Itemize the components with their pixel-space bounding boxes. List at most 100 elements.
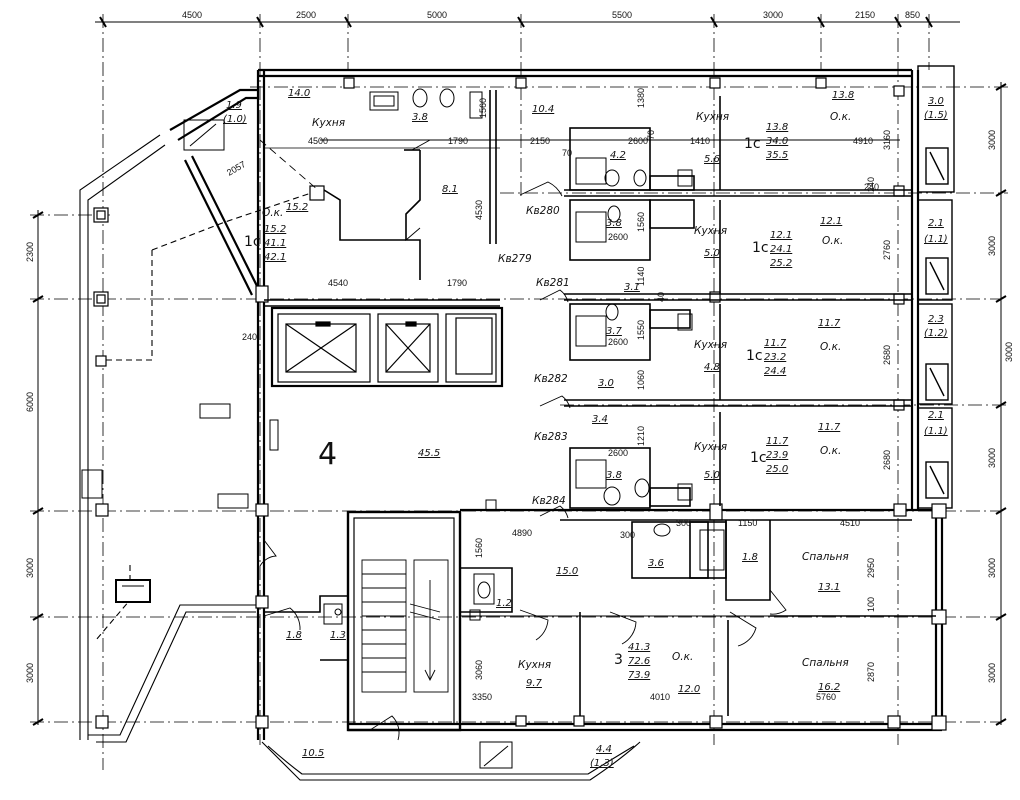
hall-area: 45.5 <box>418 448 440 459</box>
dim-label: 2057 <box>225 159 247 178</box>
dim-label: 40 <box>656 292 666 302</box>
dim-label: 2600 <box>608 448 628 458</box>
dim-label: 3000 <box>25 663 35 683</box>
dim-label: 4500 <box>182 10 202 20</box>
dim-label: 2150 <box>855 10 875 20</box>
door-swings <box>259 139 787 741</box>
room-area: 8.1 <box>442 184 458 195</box>
apartment-type: 3 <box>614 652 623 668</box>
dim-label: 2500 <box>296 10 316 20</box>
room-area: 10.4 <box>532 104 554 115</box>
apartment-type: 1с <box>750 450 767 466</box>
interior-walls <box>264 90 936 716</box>
dim-label: 4500 <box>308 136 328 146</box>
exterior-walls <box>169 68 944 740</box>
room-name: Спальня <box>802 657 849 669</box>
dim-label: 2680 <box>882 345 892 365</box>
room-area: 5.0 <box>704 248 720 259</box>
room-area: 3.1 <box>624 282 640 293</box>
apartment-type: 1с <box>746 348 763 364</box>
room-name: Кухня <box>696 111 729 123</box>
dim-label: 3000 <box>987 130 997 150</box>
apartment-area: 25.0 <box>766 464 788 475</box>
room-area: (1.3) <box>590 758 614 769</box>
dim-label: 70 <box>562 148 572 158</box>
room-area: 16.2 <box>818 682 840 693</box>
room-area: 13.8 <box>832 90 854 101</box>
room-area: 3.8 <box>606 470 622 481</box>
room-area: 3.4 <box>592 414 608 425</box>
dim-label: 3000 <box>1004 342 1014 362</box>
hall-number: 4 <box>318 437 337 472</box>
room-area: 15.0 <box>556 566 578 577</box>
room-area: 12.1 <box>820 216 842 227</box>
dim-label: 1150 <box>738 518 757 528</box>
dim-label: 1560 <box>474 538 484 558</box>
room-name: О.к. <box>820 445 841 457</box>
room-name: Кухня <box>694 441 727 453</box>
dim-label: 1210 <box>636 426 646 446</box>
dim-label: 3000 <box>25 558 35 578</box>
room-area: 3.0 <box>928 96 944 107</box>
dim-label: 300 <box>676 518 691 528</box>
apartment-type: 1с <box>752 240 769 256</box>
room-name: Кухня <box>694 225 727 237</box>
shaft-label: Кв284 <box>532 495 566 507</box>
dim-label: 2150 <box>530 136 550 146</box>
apartment-area: 13.8 <box>766 122 788 133</box>
apartment-area: 11.7 <box>764 338 787 349</box>
apartment-area: 15.2 <box>264 224 286 235</box>
room-name: О.к. <box>822 235 843 247</box>
apartment-area: 35.5 <box>766 150 788 161</box>
apartment-area: 72.6 <box>628 656 650 667</box>
dim-label: 6000 <box>25 392 35 412</box>
dim-label: 2950 <box>866 558 876 578</box>
shaft-label: Кв281 <box>536 277 570 289</box>
apartment-area: 23.9 <box>766 450 788 461</box>
room-area: 1.3 <box>330 630 346 641</box>
dim-label: 2870 <box>866 662 876 682</box>
dim-label: 1550 <box>636 320 646 340</box>
dim-label: 1380 <box>636 88 646 108</box>
dim-label: 1060 <box>636 370 646 390</box>
staircase <box>361 559 449 693</box>
apartment-area: 24.4 <box>764 366 786 377</box>
room-name: Кухня <box>312 117 345 129</box>
dim-label: 1560 <box>636 212 646 232</box>
dim-label: 5000 <box>427 10 447 20</box>
room-area: (1.1) <box>924 426 948 437</box>
room-area: 13.1 <box>818 582 840 593</box>
apartment-area: 42.1 <box>264 252 286 263</box>
dim-label: 3160 <box>882 130 892 150</box>
dashed-lines <box>259 139 900 191</box>
room-area: 4.8 <box>704 362 720 373</box>
room-area: 5.0 <box>704 470 720 481</box>
top-dimension-chain <box>95 14 960 770</box>
room-area: 9.7 <box>526 678 543 689</box>
apartment-area: 34.0 <box>766 136 788 147</box>
apartment-area: 25.2 <box>770 258 792 269</box>
apartment-type: 1с <box>244 234 261 250</box>
apartment-area: 41.1 <box>264 238 286 249</box>
room-area: 15.2 <box>286 202 308 213</box>
columns <box>93 77 947 731</box>
dim-label: 2760 <box>882 240 892 260</box>
room-area: 1.8 <box>742 552 758 563</box>
dim-label: 1140 <box>636 267 646 286</box>
dim-label: 4890 <box>512 528 532 538</box>
room-labels: 14.0 Кухня 3.8 10.4 1.9 (1.0) 15.2 8.1 О… <box>223 88 948 769</box>
inner-dimensions: 4500 1790 2150 1410 4910 4540 1790 2057 … <box>225 88 892 702</box>
dim-label: 1790 <box>448 136 468 146</box>
room-area: 3.8 <box>412 112 428 123</box>
room-area: 1.9 <box>226 100 242 111</box>
apartment-type: 1с <box>744 136 761 152</box>
dim-label: 2600 <box>608 232 628 242</box>
dim-label: 5500 <box>612 10 632 20</box>
room-area: 2.3 <box>928 314 944 325</box>
balcony-frames <box>917 65 955 509</box>
dim-label: 100 <box>866 597 876 612</box>
dim-label: 4010 <box>650 692 670 702</box>
apartment-area: 12.1 <box>770 230 792 241</box>
dim-label: 2300 <box>25 242 35 262</box>
